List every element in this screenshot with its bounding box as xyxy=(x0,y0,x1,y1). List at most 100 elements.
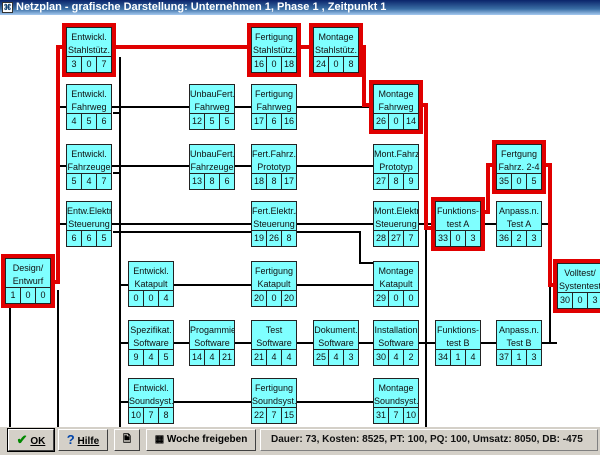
node-value: 19 xyxy=(252,231,267,246)
node-value: 18 xyxy=(283,59,294,69)
node-label-1: Fertigung xyxy=(254,383,294,393)
node-value: 4 xyxy=(470,352,476,362)
node-label-1: Montage xyxy=(378,266,414,276)
node-label-2: Software xyxy=(256,338,292,348)
node-value: 3 xyxy=(531,352,537,362)
node-value: 6 xyxy=(267,114,282,129)
node-value: 1 xyxy=(451,350,466,365)
node-label-1: Fert.Elektr./ xyxy=(252,206,296,216)
node-label-2: Test B xyxy=(506,338,532,348)
node-value: 8 xyxy=(163,410,169,420)
node-label-2: Fahrweg xyxy=(71,102,107,112)
node-value: 13 xyxy=(190,174,205,189)
window-title: Netzplan - grafische Darstellung: Untern… xyxy=(16,1,387,13)
node-value: 0 xyxy=(329,57,344,72)
node-label-2: Fahrzeuge xyxy=(190,162,234,172)
node-value: 8 xyxy=(286,233,292,243)
node-value: 6 xyxy=(67,231,82,246)
node-value: 25 xyxy=(314,350,329,365)
node-label-2: test B xyxy=(446,338,470,348)
critical-path xyxy=(54,45,557,287)
node-value: 0 xyxy=(389,291,404,306)
node-value: 17 xyxy=(283,176,294,186)
check-icon: ✔ xyxy=(16,432,28,447)
node-label-1: Funktions- xyxy=(436,325,480,335)
node-value: 4 xyxy=(286,352,292,362)
node-label-1: Fert.Fahrz. xyxy=(252,149,296,159)
node-value: 29 xyxy=(374,291,389,306)
node-value: 24 xyxy=(314,57,329,72)
release-week-button[interactable]: ▦ Woche freigeben xyxy=(146,429,256,451)
node-label-1: Entwickl. xyxy=(71,89,107,99)
node-label-1: Entw.Elektr./ xyxy=(67,206,111,216)
node-value: 10 xyxy=(405,410,416,420)
node-label-1: Mont.Elektr/ xyxy=(374,206,418,216)
node-label-2: Stahlstütz. xyxy=(252,45,296,55)
node-label-2: Software xyxy=(133,338,169,348)
node-value: 7 xyxy=(267,408,282,423)
node-value: 0 xyxy=(40,290,46,300)
node-value: 6 xyxy=(101,116,107,126)
node-value: 4 xyxy=(144,350,159,365)
node-label-1: Entwickl. xyxy=(71,149,107,159)
node-label-2: Systentest xyxy=(558,281,600,291)
node-value: 0 xyxy=(389,114,404,129)
node-label-2: Katapult xyxy=(379,279,413,289)
ok-button[interactable]: ✔ OK xyxy=(7,428,55,452)
node-value: 5 xyxy=(163,352,169,362)
node-value: 0 xyxy=(144,291,159,306)
node-value: 7 xyxy=(101,176,107,186)
node-value: 34 xyxy=(436,350,451,365)
node-value: 31 xyxy=(374,408,389,423)
node-value: 0 xyxy=(21,288,36,303)
help-button[interactable]: ? Hilfe xyxy=(58,429,108,451)
node-label-1: Montage xyxy=(378,383,414,393)
document-button[interactable]: 🗎 xyxy=(114,429,140,451)
node-label-1: Montage xyxy=(378,89,414,99)
node-value: 4 xyxy=(329,350,344,365)
node-value: 5 xyxy=(67,174,82,189)
node-label-2: Entwurf xyxy=(12,276,44,286)
status-panel: Dauer: 73, Kosten: 8525, PT: 100, PQ: 10… xyxy=(260,429,598,451)
